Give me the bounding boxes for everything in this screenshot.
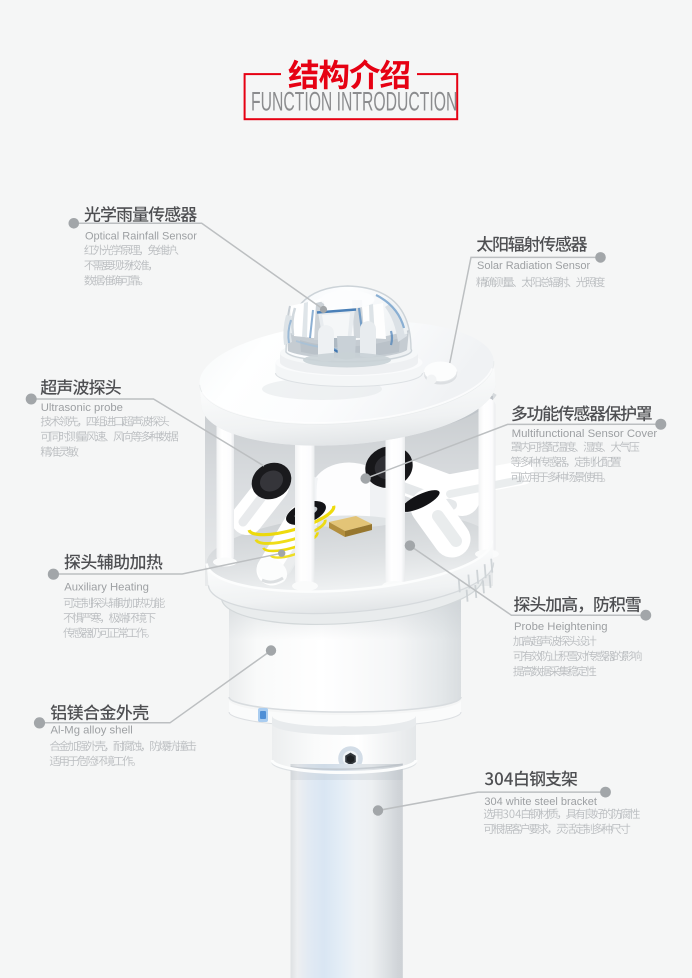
svg-text:Auxiliary Heating: Auxiliary Heating (64, 581, 149, 593)
svg-text:Probe Heightening: Probe Heightening (514, 621, 608, 633)
svg-text:FUNCTION INTRODUCTION: FUNCTION INTRODUCTION (251, 86, 457, 116)
svg-text:Al-Mg alloy shell: Al-Mg alloy shell (51, 725, 133, 737)
svg-text:Solar Radiation Sensor: Solar Radiation Sensor (477, 260, 590, 272)
svg-text:Ultrasonic probe: Ultrasonic probe (41, 402, 123, 414)
svg-text:Optical Rainfall Sensor: Optical Rainfall Sensor (85, 230, 197, 242)
svg-text:Multifunctional Sensor Cover: Multifunctional Sensor Cover (512, 428, 658, 440)
svg-text:304 white steel bracket: 304 white steel bracket (484, 796, 597, 808)
